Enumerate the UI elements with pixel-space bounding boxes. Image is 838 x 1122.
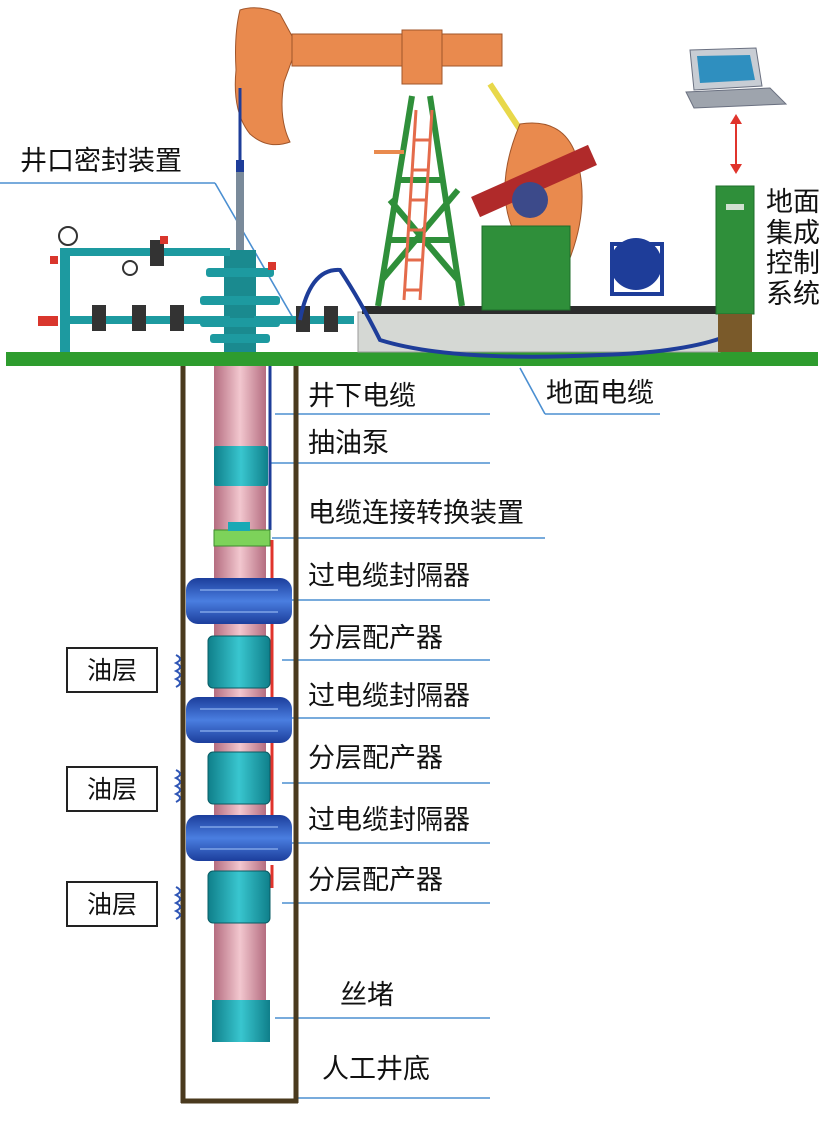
- label-plug: 丝堵: [340, 980, 394, 1011]
- wellhead-assembly: [38, 160, 354, 352]
- walking-beam: [234, 7, 503, 165]
- label-artificial-bottom: 人工井底: [322, 1054, 430, 1085]
- oil-pump: [214, 446, 268, 486]
- packers: [186, 578, 292, 861]
- perforations: [173, 654, 181, 920]
- derrick: [375, 95, 465, 307]
- gearbox-base: [481, 225, 571, 311]
- casing: [180, 366, 299, 1104]
- label-packer-2: 过电缆封隔器: [308, 681, 470, 712]
- label-wellhead-seal: 井口密封装置: [20, 146, 182, 177]
- label-distributor-1: 分层配产器: [308, 623, 443, 654]
- cable-connector-device: [213, 529, 271, 547]
- plug: [212, 1000, 270, 1042]
- label-oil-pump: 抽油泵: [308, 428, 389, 459]
- motor: [610, 238, 662, 290]
- distributors: [207, 635, 271, 924]
- label-distributor-3: 分层配产器: [308, 865, 443, 896]
- oil-layer-label: 油层: [86, 655, 137, 685]
- label-surface-cable: 地面电缆: [546, 378, 654, 409]
- label-distributor-2: 分层配产器: [308, 743, 443, 774]
- surface-cable-line: [298, 267, 741, 359]
- oil-layer-label: 油层: [86, 889, 137, 919]
- oil-layer-box: 油层: [66, 881, 158, 927]
- label-downhole-cable: 井下电缆: [308, 381, 416, 412]
- oil-layer-label: 油层: [86, 774, 137, 804]
- oil-layer-box: 油层: [66, 647, 158, 693]
- ground-surface: [6, 352, 818, 366]
- oil-layer-box: 油层: [66, 766, 158, 812]
- ladder: [402, 109, 434, 301]
- label-packer-1: 过电缆封隔器: [308, 561, 470, 592]
- label-cable-connector: 电缆连接转换装置: [308, 498, 524, 529]
- label-packer-3: 过电缆封隔器: [308, 805, 470, 836]
- leader-lines: [0, 182, 660, 1099]
- label-surface-control-system: 地面 集成 控制 系统: [766, 187, 820, 310]
- laptop-icon: [685, 47, 788, 109]
- control-cabinet: [715, 114, 755, 352]
